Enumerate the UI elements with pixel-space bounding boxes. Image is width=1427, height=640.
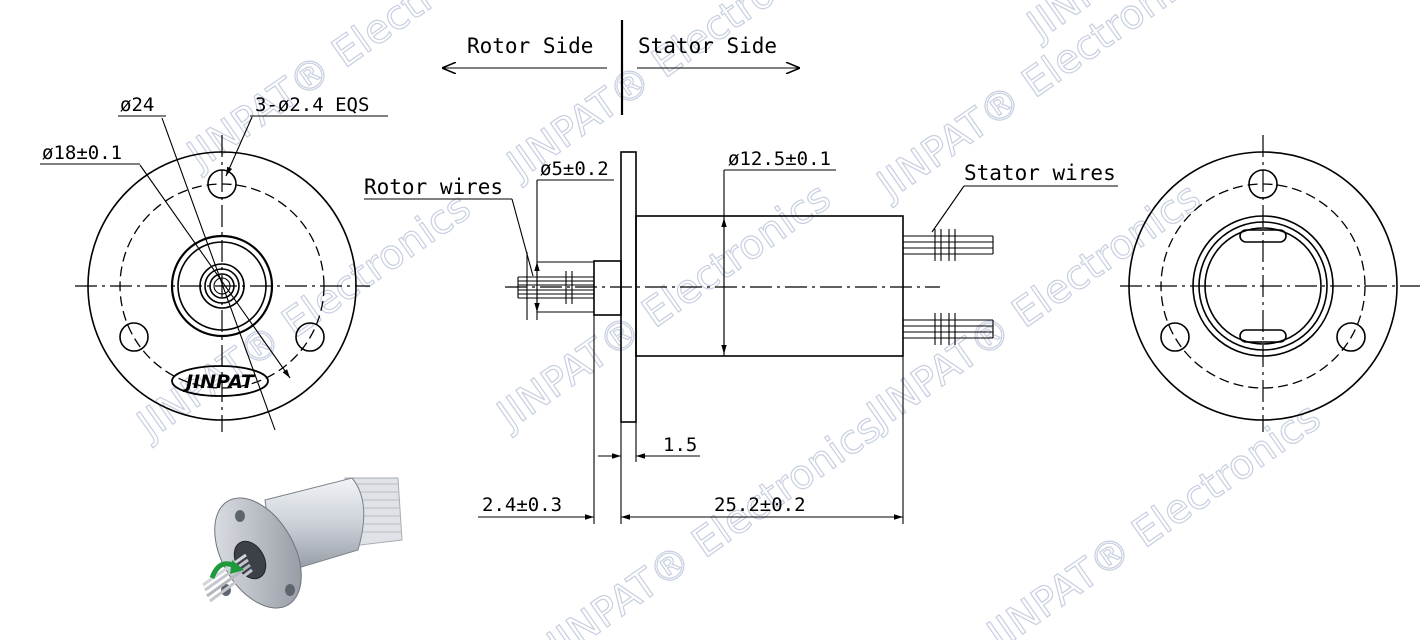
stator-body bbox=[635, 215, 904, 357]
stator-wire-bundle-top bbox=[903, 229, 994, 261]
dim-d12-5: ø12.5±0.1 bbox=[728, 148, 831, 170]
rear-view-stator bbox=[1120, 135, 1420, 432]
rotor-boss bbox=[593, 260, 622, 316]
illustration-hole bbox=[235, 510, 245, 522]
rotor-side-label: Rotor Side bbox=[467, 34, 593, 58]
bolt-circle bbox=[119, 183, 325, 389]
side-indicator: Rotor Side Stator Side bbox=[442, 20, 800, 115]
mounting-hole bbox=[1160, 322, 1190, 352]
leader-rotor-wires-arrow bbox=[511, 198, 534, 277]
dim-holes: 3-ø2.4 EQS bbox=[255, 94, 369, 116]
product-illustration bbox=[202, 477, 403, 609]
rotor-wire-bundle bbox=[517, 271, 594, 304]
dim-25-2: 25.2±0.2 bbox=[714, 494, 806, 516]
mounting-hole bbox=[1336, 322, 1366, 352]
body-cap bbox=[1204, 227, 1322, 345]
jinpat-logo: JINPAT bbox=[171, 365, 269, 397]
stator-wires-label: Stator wires bbox=[964, 161, 1116, 185]
bolt-circle bbox=[1160, 183, 1366, 389]
dim-line-d18 bbox=[139, 164, 291, 379]
shaft-core bbox=[213, 277, 231, 295]
housing-ring bbox=[170, 234, 274, 338]
dim-d5: ø5±0.2 bbox=[540, 158, 609, 180]
dim-d24: ø24 bbox=[120, 94, 154, 116]
logo-text: JINPAT bbox=[182, 371, 256, 393]
illustration-hole bbox=[285, 584, 295, 596]
watermark: JINPAT® Electronics bbox=[537, 404, 889, 640]
side-view: Rotor wires Stator wires ø5±0.2 ø12.5±0.… bbox=[364, 148, 1118, 524]
mounting-hole bbox=[207, 169, 237, 199]
rotor-wires-label: Rotor wires bbox=[364, 175, 503, 199]
wire-exit-slot bbox=[1239, 329, 1287, 343]
watermark: JINPAT® Electronics bbox=[857, 174, 1209, 440]
dim-line-d24 bbox=[161, 117, 276, 431]
dim-d18: ø18±0.1 bbox=[42, 142, 122, 164]
dim-line-holes bbox=[225, 116, 253, 177]
logo-oval bbox=[171, 365, 269, 397]
mounting-hole bbox=[295, 322, 325, 352]
flange-outline bbox=[1128, 151, 1398, 421]
stator-side-label: Stator Side bbox=[638, 34, 777, 58]
mounting-hole bbox=[1248, 169, 1278, 199]
flange-outline bbox=[87, 151, 357, 421]
leader-stator-wires-arrow bbox=[931, 185, 965, 233]
shaft-mid bbox=[204, 268, 240, 304]
watermark: JINPAT® Electronics bbox=[487, 174, 839, 440]
stator-wire-bundle-bottom bbox=[903, 313, 994, 345]
wire-exit-slot bbox=[1239, 229, 1287, 243]
mounting-hole bbox=[119, 322, 149, 352]
front-view-rotor: JINPAT ø24 3-ø2.4 EQS ø18±0.1 bbox=[40, 94, 388, 432]
dim-2-4: 2.4±0.3 bbox=[482, 494, 562, 516]
housing-inner-ring bbox=[177, 241, 267, 331]
shaft-bore bbox=[209, 273, 235, 299]
body-outline bbox=[1192, 215, 1334, 357]
body-inner-ring bbox=[1198, 221, 1328, 351]
shaft-outer bbox=[199, 263, 245, 309]
dim-1-5: 1.5 bbox=[663, 434, 697, 456]
watermark: JINPAT® Electronics bbox=[977, 394, 1329, 640]
